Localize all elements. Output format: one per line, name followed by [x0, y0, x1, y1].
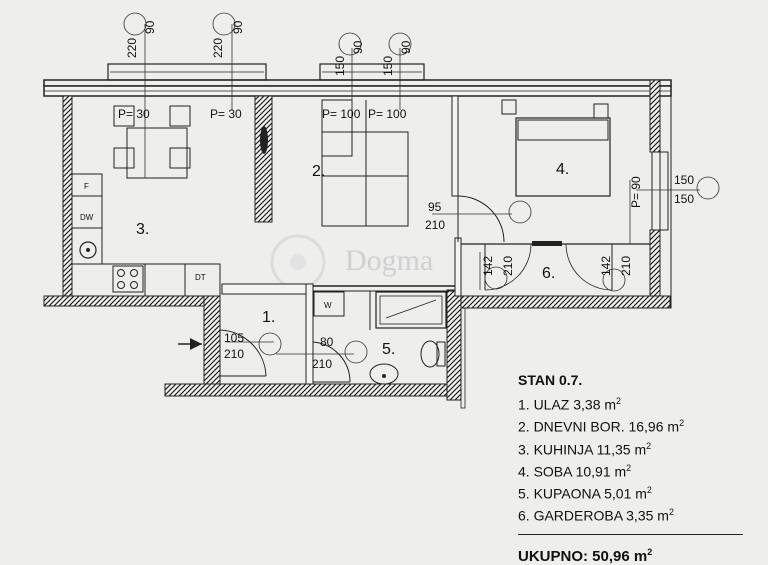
w1-width: 90 [143, 20, 157, 34]
dimension-markers [123, 12, 720, 364]
radiator-5: P= 90 [629, 176, 643, 208]
washer-label: W [324, 301, 332, 310]
legend-title: STAN 0.7. [518, 372, 583, 388]
radiator-4: P= 100 [368, 107, 407, 121]
room-dnevni: 2. [312, 163, 325, 180]
w2-height: 220 [211, 38, 225, 58]
w5-bottom: 150 [674, 192, 694, 206]
dt-label: DT [195, 273, 206, 282]
w3-width: 90 [351, 40, 365, 54]
door5-height: 210 [312, 357, 332, 371]
w3-height: 150 [333, 56, 347, 76]
door2-height: 210 [501, 256, 515, 276]
bottom-wall-bath [164, 383, 462, 397]
room-kupaona: 5. [382, 341, 395, 358]
watermark-text: Dogma [345, 244, 433, 277]
radiator-3: P= 100 [322, 107, 361, 121]
dishwasher-label: DW [80, 213, 94, 222]
legend-item: 3. KUHINJA 11,35 m2 [518, 440, 652, 458]
door4-width: 105 [224, 331, 244, 345]
fridge-label: F [84, 182, 89, 191]
door4-height: 210 [224, 347, 244, 361]
w5-top: 150 [674, 173, 694, 187]
bathroom-fixtures: W [313, 291, 447, 385]
doors [178, 195, 613, 383]
door3-width: 142 [599, 256, 613, 276]
kitchen-counter: F DW DT [71, 173, 221, 297]
room-ulaz: 1. [262, 309, 275, 326]
top-wall [43, 63, 672, 97]
w4-height: 150 [381, 56, 395, 76]
entry-wall [203, 295, 221, 385]
legend-item: 1. ULAZ 3,38 m2 [518, 396, 622, 413]
sofa [321, 99, 409, 227]
area-legend: STAN 0.7. 1. ULAZ 3,38 m2 2. DNEVNI BOR.… [518, 372, 748, 565]
door5-width: 80 [320, 335, 334, 349]
legend-total: UKUPNO: 50,96 m2 [518, 546, 653, 565]
living-partition [254, 95, 273, 223]
door1-height: 210 [425, 218, 445, 232]
right-wall [649, 79, 661, 153]
bed [501, 99, 611, 197]
radiator-2: P= 30 [210, 107, 242, 121]
room-kuhinja: 3. [136, 221, 149, 238]
bath-right-wall [446, 289, 462, 401]
legend-item: 5. KUPAONA 5,01 m2 [518, 485, 652, 502]
door3-height: 210 [619, 256, 633, 276]
door1-width: 95 [428, 200, 442, 214]
radiator-1: P= 30 [118, 107, 150, 121]
legend-item: 6. GARDEROBA 3,35 m2 [518, 507, 674, 524]
legend-item: 2. DNEVNI BOR. 16,96 m2 [518, 418, 685, 435]
bath-left-wall [305, 283, 314, 385]
watermark: Dogma [270, 234, 433, 290]
bottom-wall-mid [221, 283, 307, 295]
dining-table [113, 105, 191, 179]
legend-divider [518, 533, 743, 535]
w1-height: 220 [125, 38, 139, 58]
bedroom-partition [451, 95, 459, 197]
bottom-wall-right [459, 295, 671, 309]
w2-width: 90 [231, 20, 245, 34]
left-wall [62, 95, 73, 297]
w4-width: 90 [399, 40, 413, 54]
room-soba: 4. [556, 161, 569, 178]
legend-item: 4. SOBA 10,91 m2 [518, 462, 632, 480]
room-garderoba: 6. [542, 265, 555, 282]
bottom-wall-left [43, 295, 205, 307]
door2-width: 142 [481, 256, 495, 276]
